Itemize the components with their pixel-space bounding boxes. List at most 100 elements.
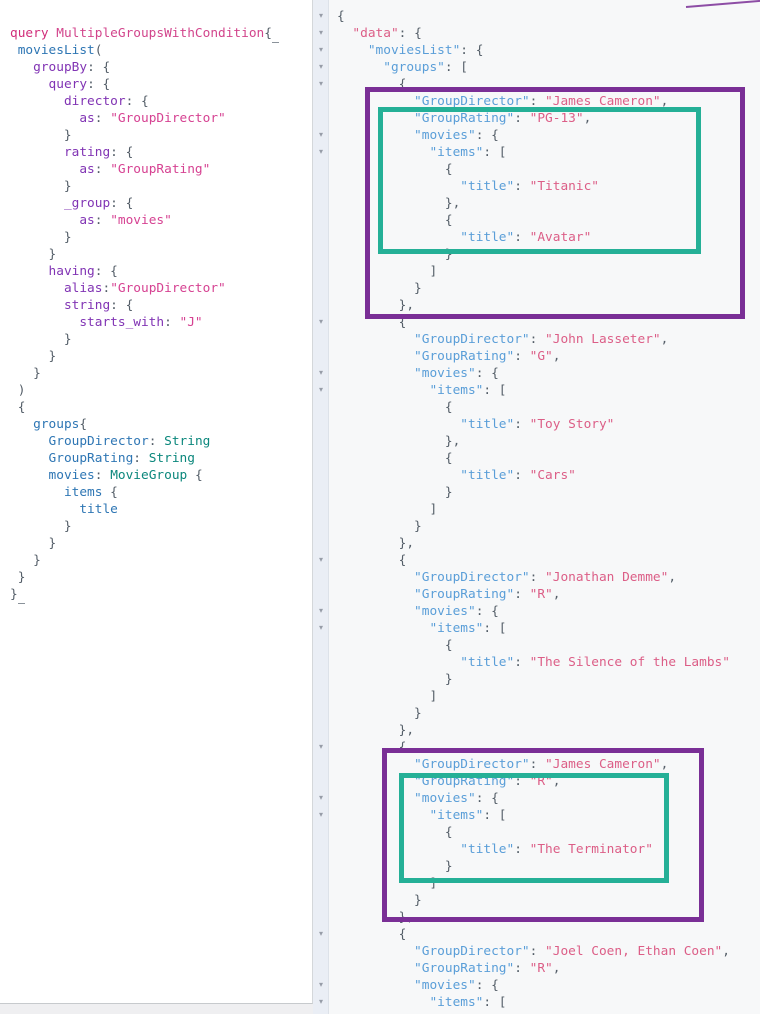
code-token-key: "items"	[429, 145, 484, 160]
code-token-punc	[10, 417, 33, 432]
code-token-punc: ,	[660, 757, 669, 772]
response-code-line: "title": "Titanic"	[337, 178, 760, 195]
fold-arrow-icon[interactable]: ▾	[318, 793, 323, 802]
code-token-val: "PG-13"	[529, 111, 584, 126]
fold-arrow-icon[interactable]: ▾	[318, 79, 323, 88]
code-token-key: "title"	[460, 230, 515, 245]
code-token-punc: {	[337, 77, 407, 92]
code-token-punc	[337, 145, 429, 160]
code-token-punc: :	[529, 944, 546, 959]
fold-arrow-icon[interactable]: ▾	[318, 742, 323, 751]
code-token-punc	[337, 468, 460, 483]
response-code-line: "GroupRating": "R",	[337, 773, 760, 790]
code-token-key: "GroupRating"	[414, 961, 515, 976]
response-code-line: }	[337, 671, 760, 688]
code-token-punc: },	[337, 910, 415, 925]
code-token-val: "Titanic"	[529, 179, 599, 194]
code-token-punc: :	[514, 349, 530, 364]
response-code-line: }	[337, 705, 760, 722]
query-code-line: }	[10, 365, 312, 382]
response-code-line: {	[337, 161, 760, 178]
query-editor-panel[interactable]: query MultipleGroupsWithCondition{ movie…	[0, 0, 313, 1004]
response-panel[interactable]: { "data": { "moviesList": { "groups": [ …	[330, 0, 760, 1014]
fold-arrow-icon[interactable]: ▾	[318, 45, 323, 54]
response-code-line: ]	[337, 501, 760, 518]
code-token-punc: :	[514, 179, 530, 194]
code-token-prop: movies	[48, 468, 95, 483]
code-token-val: "Avatar"	[529, 230, 592, 245]
fold-arrow-icon[interactable]: ▾	[318, 62, 323, 71]
query-code-line: }	[10, 569, 312, 586]
code-token-punc: }	[10, 230, 72, 245]
response-code-line: "title": "The Terminator"	[337, 841, 760, 858]
code-token-punc	[10, 298, 64, 313]
code-token-punc	[337, 366, 414, 381]
code-token-punc	[337, 587, 414, 602]
code-token-str: "J"	[179, 315, 203, 330]
query-code-line: as: "GroupDirector"	[10, 110, 312, 127]
code-token-attr: groupBy	[33, 60, 88, 75]
query-code-line: }	[10, 127, 312, 144]
code-token-punc: }	[10, 128, 72, 143]
fold-arrow-icon[interactable]: ▾	[318, 555, 323, 564]
fold-arrow-icon[interactable]: ▾	[318, 11, 323, 20]
code-token-attr: as	[79, 111, 95, 126]
code-token-punc	[10, 60, 33, 75]
code-token-punc: : {	[460, 43, 484, 58]
fold-arrow-icon[interactable]: ▾	[318, 980, 323, 989]
fold-arrow-icon[interactable]: ▾	[318, 368, 323, 377]
fold-arrow-icon[interactable]: ▾	[318, 130, 323, 139]
query-code-line: string: {	[10, 297, 312, 314]
code-token-punc: ,	[583, 111, 592, 126]
fold-arrow-icon[interactable]: ▾	[318, 929, 323, 938]
code-token-key: "GroupRating"	[414, 587, 515, 602]
code-token-punc: : {	[125, 94, 149, 109]
fold-arrow-icon[interactable]: ▾	[318, 623, 323, 632]
query-editor-code[interactable]: query MultipleGroupsWithCondition{ movie…	[0, 0, 312, 604]
query-code-line: movies: MovieGroup {	[10, 467, 312, 484]
code-token-punc: : {	[475, 791, 499, 806]
response-code-line: {	[337, 8, 760, 25]
code-token-punc: {	[187, 468, 203, 483]
query-code-line: }	[10, 552, 312, 569]
response-viewer-code[interactable]: { "data": { "moviesList": { "groups": [ …	[330, 0, 760, 1011]
code-token-punc	[337, 842, 460, 857]
code-token-punc: : [	[483, 145, 507, 160]
code-token-punc: :	[94, 111, 111, 126]
code-token-punc: : {	[475, 978, 499, 993]
code-token-punc: ,	[668, 570, 677, 585]
fold-arrow-icon[interactable]: ▾	[318, 606, 323, 615]
fold-arrow-icon[interactable]: ▾	[318, 810, 323, 819]
code-token-punc	[10, 264, 49, 279]
code-token-str: "GroupRating"	[110, 162, 211, 177]
code-token-key: "title"	[460, 179, 515, 194]
code-token-val: "Joel Coen, Ethan Coen"	[545, 944, 723, 959]
query-code-line: having: {	[10, 263, 312, 280]
code-token-punc: : [	[444, 60, 468, 75]
code-token-punc: },	[337, 196, 461, 211]
code-token-key: "items"	[429, 808, 484, 823]
fold-arrow-icon[interactable]: ▾	[318, 28, 323, 37]
code-token-punc: }	[337, 859, 453, 874]
code-token-punc: : {	[475, 128, 499, 143]
fold-arrow-icon[interactable]: ▾	[318, 385, 323, 394]
code-token-val: "The Terminator"	[529, 842, 653, 857]
code-token-punc: ,	[552, 349, 561, 364]
query-code-line: alias:"GroupDirector"	[10, 280, 312, 297]
fold-arrow-icon[interactable]: ▾	[318, 147, 323, 156]
code-token-punc: },	[337, 434, 461, 449]
response-code-line: {	[337, 314, 760, 331]
code-token-punc	[337, 995, 429, 1010]
code-token-punc: }	[10, 553, 41, 568]
response-code-line: "items": [	[337, 994, 760, 1011]
code-token-val: "R"	[529, 961, 553, 976]
fold-arrow-icon[interactable]: ▾	[318, 317, 323, 326]
query-code-line: }	[10, 348, 312, 365]
code-token-val: "data"	[352, 26, 399, 41]
code-token-cur	[271, 25, 279, 43]
query-code-line: groupBy: {	[10, 59, 312, 76]
code-token-prop: GroupRating	[48, 451, 134, 466]
code-token-str: "GroupDirector"	[110, 111, 226, 126]
fold-arrow-icon[interactable]: ▾	[318, 997, 323, 1006]
code-token-val: "Jonathan Demme"	[545, 570, 669, 585]
